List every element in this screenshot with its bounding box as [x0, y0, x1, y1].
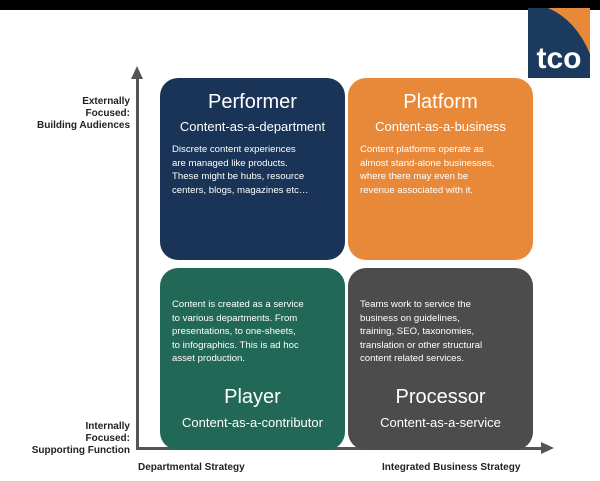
y-axis-line: [136, 78, 139, 449]
quadrant-player: Content is created as a service to vario…: [160, 268, 345, 450]
quadrant-performer: Performer Content-as-a-department Discre…: [160, 78, 345, 260]
quadrant-subtitle: Content-as-a-business: [375, 119, 506, 134]
quadrant-title: Performer: [208, 91, 297, 113]
y-axis-bottom-label: Internally Focused: Supporting Function: [31, 421, 130, 456]
quadrant-title: Processor: [395, 386, 486, 408]
quadrant-description: Content is created as a service to vario…: [172, 299, 304, 364]
quadrant-title: Platform: [403, 91, 478, 113]
top-border-bar: [0, 0, 600, 10]
x-axis-line: [136, 447, 543, 450]
quadrant-description: Teams work to service the business on gu…: [360, 299, 483, 364]
quadrant-subtitle: Content-as-a-department: [179, 119, 326, 134]
y-axis-arrowhead: [131, 66, 143, 79]
quadrant-processor: Teams work to service the business on gu…: [348, 268, 533, 450]
x-axis-arrowhead: [541, 442, 554, 454]
tco-logo: tco: [528, 8, 590, 78]
x-axis-left-label: Departmental Strategy: [138, 462, 245, 473]
quadrant-title: Player: [224, 386, 281, 408]
quadrant-platform: Platform Content-as-a-business Content p…: [348, 78, 533, 260]
y-axis-top-label: Externally Focused: Building Audiences: [37, 96, 130, 131]
quadrant-description: Discrete content experiences are managed…: [172, 144, 309, 196]
svg-text:tco: tco: [537, 42, 582, 75]
x-axis-right-label: Integrated Business Strategy: [382, 462, 521, 473]
quadrant-subtitle: Content-as-a-contributor: [182, 415, 323, 430]
quadrant-subtitle: Content-as-a-service: [380, 415, 501, 430]
quadrant-description: Content platforms operate as almost stan…: [360, 144, 495, 196]
